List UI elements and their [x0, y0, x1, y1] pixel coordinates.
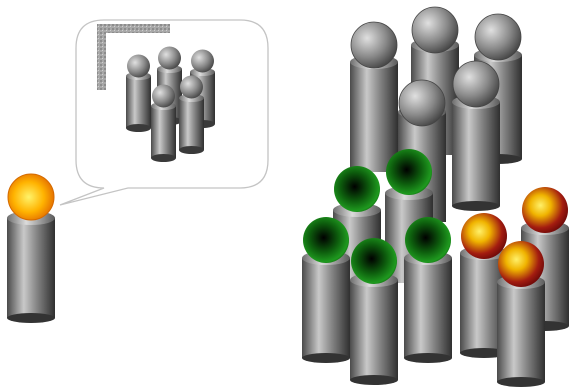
green-figure	[404, 217, 452, 363]
red-head-icon	[461, 213, 507, 259]
red-head-icon	[498, 241, 544, 287]
green-head-icon	[303, 217, 349, 263]
mini-crowd	[126, 46, 215, 162]
orange-head-icon	[7, 173, 55, 221]
wall-icon	[97, 24, 170, 90]
red-head-icon	[522, 187, 568, 233]
gray-figure	[350, 21, 398, 172]
crowd	[302, 6, 569, 387]
green-head-icon	[351, 238, 397, 284]
green-head-icon	[334, 166, 380, 212]
red-figure	[497, 241, 545, 387]
mini-figure	[126, 54, 151, 132]
green-head-icon	[405, 217, 451, 263]
gray-figure	[452, 60, 500, 211]
green-figure	[302, 217, 350, 363]
lone-figure	[7, 173, 55, 323]
mini-figure	[151, 84, 176, 162]
green-head-icon	[386, 149, 432, 195]
green-figure	[350, 238, 398, 385]
thought-bubble	[59, 19, 269, 206]
mini-figure	[179, 75, 204, 154]
